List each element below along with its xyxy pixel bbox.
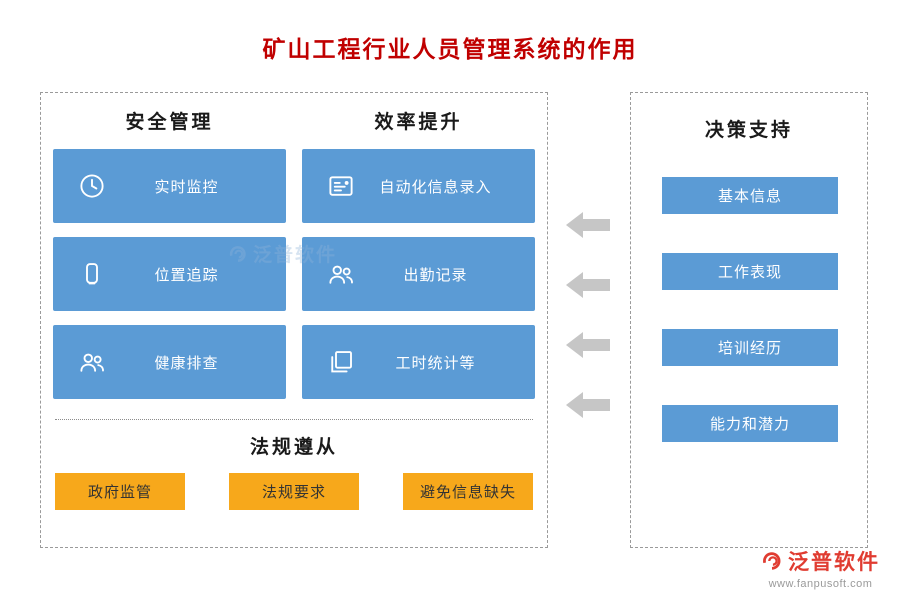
feature-label: 自动化信息录入 — [379, 178, 492, 196]
training-history-box: 培训经历 — [662, 329, 838, 366]
left-arrow-icon — [566, 392, 610, 418]
auto-entry-box: 自动化信息录入 — [302, 149, 535, 223]
dotted-divider — [55, 419, 533, 420]
decision-support-header: 决策支持 — [704, 120, 793, 141]
realtime-monitoring-box: 实时监控 — [53, 149, 286, 223]
feature-label: 实时监控 — [154, 178, 219, 196]
work-hours-box: 工时统计等 — [302, 325, 535, 399]
brand-url: www.fanpusoft.com — [768, 578, 873, 590]
regulation-requirements-box: 法规要求 — [229, 473, 359, 510]
footer-brand: 泛普软件 www.fanpusoft.com — [761, 546, 880, 590]
feature-label: 工时统计等 — [395, 354, 476, 372]
safety-column: 实时监控 位置追踪 健康排查 — [53, 149, 286, 413]
feature-grid: 实时监控 位置追踪 健康排查 — [41, 149, 547, 413]
feature-label: 出勤记录 — [403, 266, 468, 284]
basic-info-box: 基本信息 — [662, 177, 838, 214]
avoid-missing-info-box: 避免信息缺失 — [403, 473, 533, 510]
efficiency-header: 效率提升 — [374, 112, 463, 133]
work-performance-box: 工作表现 — [662, 253, 838, 290]
documents-stack-icon — [326, 347, 356, 377]
brand-row: 泛普软件 — [761, 546, 880, 576]
left-arrow-icon — [566, 332, 610, 358]
form-entry-icon — [326, 171, 356, 201]
clock-icon — [77, 171, 107, 201]
management-panel: 安全管理 效率提升 实时监控 位置追踪 — [40, 92, 548, 548]
left-arrow-icon — [566, 272, 610, 298]
location-tracking-box: 位置追踪 — [53, 237, 286, 311]
people-icon — [77, 347, 107, 377]
page-title: 矿山工程行业人员管理系统的作用 — [262, 37, 638, 62]
tracker-device-icon — [77, 259, 107, 289]
left-arrow-icon — [566, 212, 610, 238]
health-screening-box: 健康排查 — [53, 325, 286, 399]
safety-management-header: 安全管理 — [125, 112, 214, 133]
decision-support-panel: 决策支持 基本信息 工作表现 培训经历 能力和潜力 — [630, 92, 868, 548]
brand-name: 泛普软件 — [788, 550, 880, 574]
feature-label: 位置追踪 — [154, 266, 219, 284]
compliance-row: 政府监管 法规要求 避免信息缺失 — [41, 473, 547, 510]
compliance-header: 法规遵从 — [249, 437, 338, 458]
efficiency-column: 自动化信息录入 出勤记录 工时统计等 — [302, 149, 535, 413]
attendance-people-icon — [326, 259, 356, 289]
column-headers: 安全管理 效率提升 — [41, 93, 547, 149]
attendance-box: 出勤记录 — [302, 237, 535, 311]
feature-label: 健康排查 — [154, 354, 219, 372]
ability-potential-box: 能力和潜力 — [662, 405, 838, 442]
fanpu-logo-icon — [763, 552, 781, 570]
government-supervision-box: 政府监管 — [55, 473, 185, 510]
